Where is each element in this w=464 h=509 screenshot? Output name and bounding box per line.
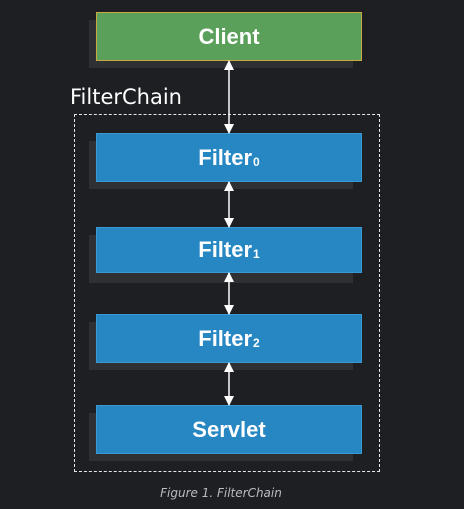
filter-1-subscript: 1 bbox=[253, 247, 260, 261]
filter-2-label: Filter bbox=[198, 325, 253, 351]
filter-1-label: Filter bbox=[198, 237, 253, 262]
figure-caption: Figure 1. FilterChain bbox=[160, 486, 282, 500]
client-box: Client bbox=[96, 12, 362, 61]
filter-0-subscript: 0 bbox=[253, 154, 260, 169]
filterchain-label: FilterChain bbox=[70, 85, 182, 109]
filter-0-label: Filter bbox=[198, 144, 253, 170]
filter-2-subscript: 2 bbox=[253, 335, 260, 350]
servlet-box: Servlet bbox=[96, 405, 362, 454]
servlet-label: Servlet bbox=[192, 416, 266, 442]
client-label: Client bbox=[198, 23, 260, 49]
